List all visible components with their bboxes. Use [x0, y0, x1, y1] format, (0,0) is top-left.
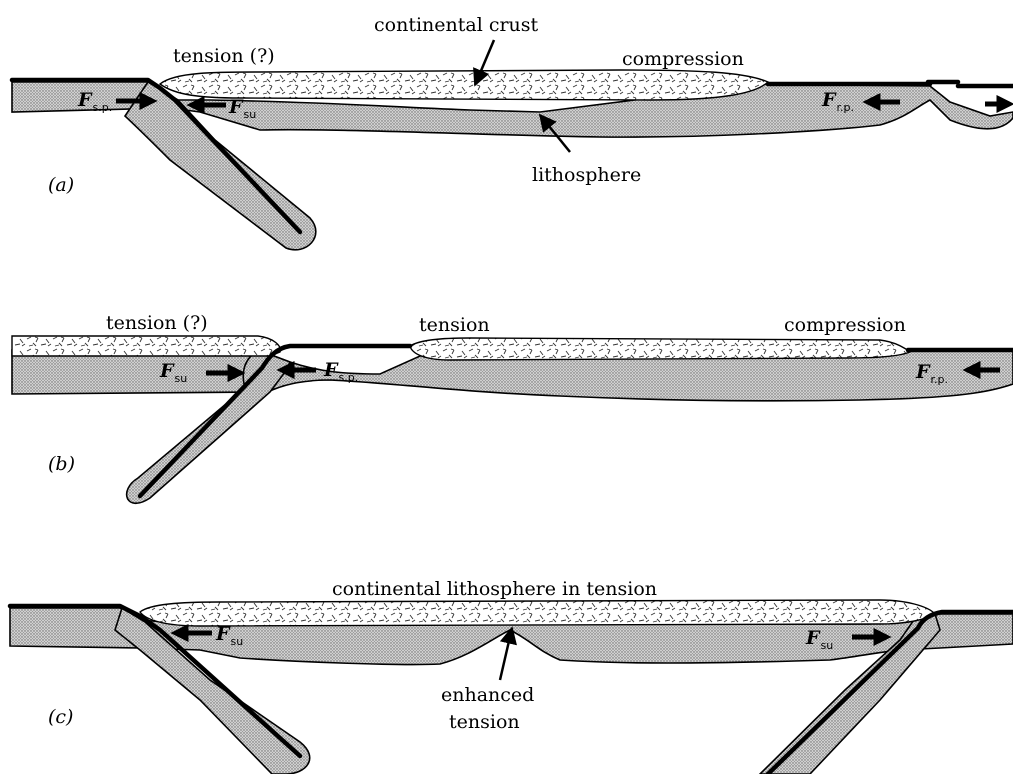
- text-compression-a: compression: [622, 48, 744, 70]
- crust-left-b: [12, 336, 280, 356]
- text-continental-crust-a: continental crust: [374, 14, 539, 36]
- text-tension-b: tension: [419, 314, 490, 336]
- crust-right-b: [410, 338, 910, 360]
- arrow-right-edge-a: [985, 99, 1009, 109]
- text-continental-lithosphere-tension-c: continental lithosphere in tension: [332, 578, 657, 600]
- svg-text:Fsu: Fsu: [228, 96, 256, 121]
- crust-c: [140, 600, 935, 626]
- panel-label-a: (a): [48, 174, 74, 196]
- text-lithosphere-a: lithosphere: [532, 164, 641, 186]
- panel-a: tension (?) continental crust compressio…: [12, 14, 1013, 250]
- panel-label-c: (c): [48, 706, 73, 728]
- pointer-enhanced-tension-c: [500, 628, 512, 680]
- text-compression-b: compression: [784, 314, 906, 336]
- panel-b: tension (?) tension compression (b) Fsu …: [12, 312, 1013, 503]
- ridge-block-a: [928, 82, 1013, 86]
- text-tension-q-a: tension (?): [173, 45, 275, 67]
- panel-label-b: (b): [48, 453, 75, 475]
- panel-c: continental lithosphere in tension enhan…: [10, 578, 1013, 774]
- crust-a: [160, 70, 768, 100]
- text-tension-c: tension: [449, 711, 520, 733]
- text-tension-q-b: tension (?): [106, 312, 208, 334]
- text-enhanced-c: enhanced: [441, 684, 534, 706]
- svg-text:Fs.p.: Fs.p.: [323, 359, 358, 384]
